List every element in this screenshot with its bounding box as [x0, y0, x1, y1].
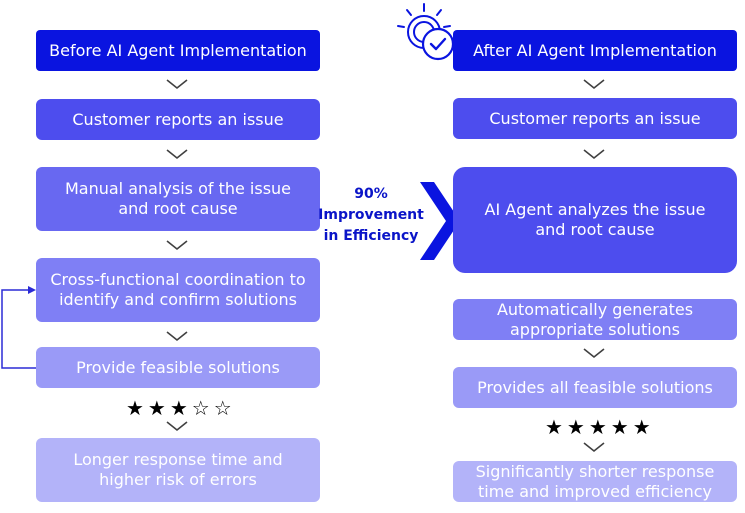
after-outcome-label: Significantly shorter response time and … — [475, 461, 715, 501]
before-outcome-label: Longer response time and higher risk of … — [73, 450, 283, 489]
chevron-down-icon — [583, 347, 605, 359]
improvement-line2: in Efficiency — [323, 228, 419, 244]
chevron-down-icon — [166, 239, 188, 251]
after-title: After AI Agent Implementation — [453, 30, 737, 71]
chevron-down-icon — [166, 78, 188, 90]
improvement-line1: Improvement — [318, 207, 424, 223]
after-step3-label: Automatically generates appropriate solu… — [496, 299, 694, 339]
improvement-percent: 90% — [354, 186, 388, 202]
gear-check-icon — [397, 3, 455, 61]
after-step1-label: Customer reports an issue — [489, 108, 701, 128]
chevron-down-icon — [583, 148, 605, 160]
before-step-manual-analysis: Manual analysis of the issue and root ca… — [36, 167, 320, 231]
after-step4-label: Provides all feasible solutions — [477, 377, 713, 397]
after-title-label: After AI Agent Implementation — [473, 40, 717, 60]
before-step2-label: Manual analysis of the issue and root ca… — [64, 179, 292, 218]
after-outcome: Significantly shorter response time and … — [453, 461, 737, 502]
before-step4-label: Provide feasible solutions — [76, 357, 280, 377]
before-step-customer-reports: Customer reports an issue — [36, 99, 320, 140]
before-step3-label: Cross-functional coordination to identif… — [50, 270, 306, 309]
chevron-down-icon — [166, 148, 188, 160]
before-step-coordination: Cross-functional coordination to identif… — [36, 258, 320, 322]
chevron-down-icon — [583, 78, 605, 90]
feedback-loop-arrow — [1, 286, 36, 369]
before-step-provide-solutions: Provide feasible solutions — [36, 347, 320, 388]
improvement-callout: 90% Improvement in Efficiency — [318, 184, 424, 247]
before-step1-label: Customer reports an issue — [72, 109, 284, 129]
after-rating-stars: ★★★★★ — [545, 415, 655, 439]
before-outcome: Longer response time and higher risk of … — [36, 438, 320, 502]
after-step2-label: AI Agent analyzes the issue and root cau… — [484, 200, 706, 239]
chevron-down-icon — [166, 420, 188, 432]
after-step-ai-analysis: AI Agent analyzes the issue and root cau… — [453, 167, 737, 273]
after-step-customer-reports: Customer reports an issue — [453, 98, 737, 139]
chevron-down-icon — [583, 441, 605, 453]
chevron-down-icon — [166, 330, 188, 342]
after-step-auto-generates: Automatically generates appropriate solu… — [453, 299, 737, 340]
before-rating-stars: ★★★☆☆ — [126, 396, 236, 420]
after-step-all-solutions: Provides all feasible solutions — [453, 367, 737, 408]
chevron-right-arrow-icon — [420, 182, 460, 260]
before-title: Before AI Agent Implementation — [36, 30, 320, 71]
before-title-label: Before AI Agent Implementation — [49, 40, 307, 60]
